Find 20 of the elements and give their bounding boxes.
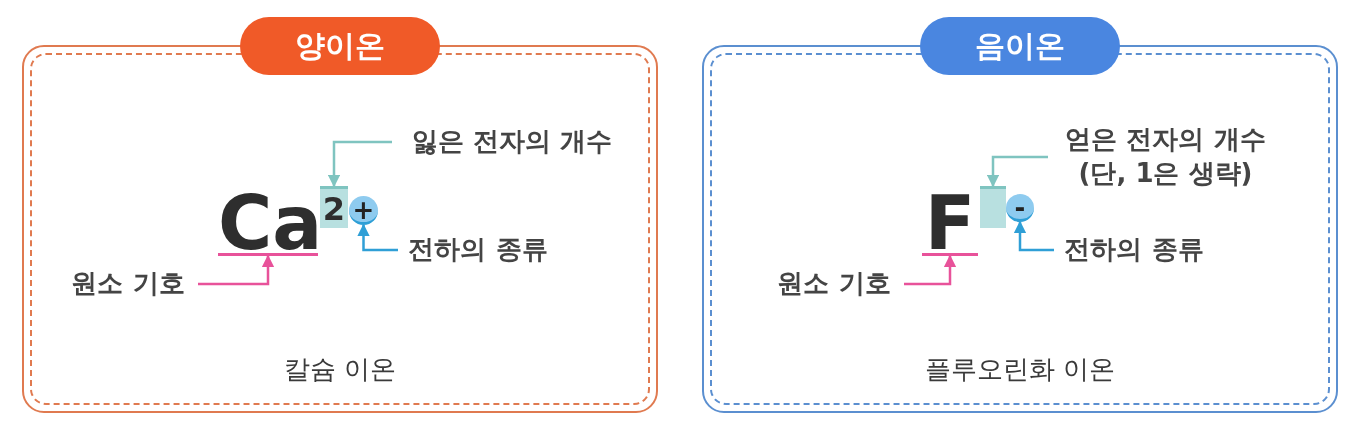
ion-name: 칼슘 이온 <box>282 353 398 386</box>
annotation-label: 잃은 전자의 개수 <box>392 124 632 160</box>
leader-arrow <box>1013 220 1054 252</box>
leader-arrow <box>986 155 1048 188</box>
charge-count-box <box>980 186 1006 228</box>
annotation-label: 원소 기호 <box>58 266 198 302</box>
leader-arrow <box>198 254 275 286</box>
annotation-label: 원소 기호 <box>764 266 904 302</box>
leader-arrow <box>904 254 957 286</box>
charge-sign-circle: + <box>349 196 378 225</box>
annotation-label: 얻은 전자의 개수 (단, 1은 생략) <box>1048 122 1283 192</box>
annotation-label: 전하의 종류 <box>1054 232 1214 268</box>
leader-arrow <box>327 140 392 188</box>
charge-sign-circle: - <box>1006 194 1034 222</box>
title-pill: 양이온 <box>240 17 440 75</box>
annotation-label: 전하의 종류 <box>398 232 558 268</box>
ion-name: 플루오린화 이온 <box>923 353 1117 386</box>
leader-arrow <box>357 223 398 252</box>
title-pill: 음이온 <box>920 17 1120 75</box>
charge-count-box: 2 <box>320 186 348 228</box>
